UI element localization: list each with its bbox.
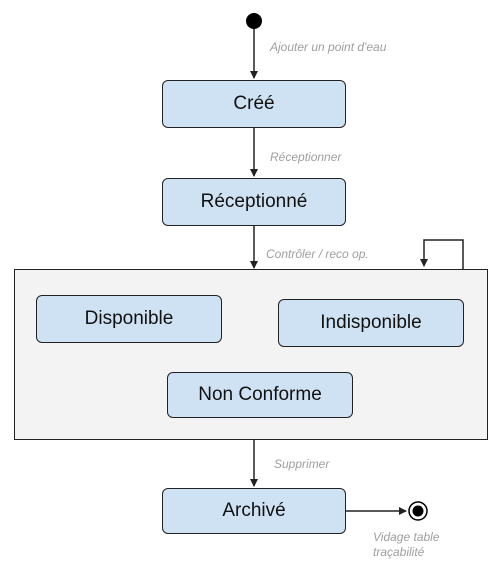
- transition-label-controler: Contrôler / reco op.: [266, 247, 369, 261]
- state-indisponible: Indisponible: [278, 299, 464, 347]
- transition-label-ajouter: Ajouter un point d'eau: [270, 40, 387, 54]
- initial-node: [246, 13, 262, 29]
- final-note-line-1: Vidage table: [373, 530, 440, 544]
- final-node-inner: [412, 505, 424, 517]
- state-receptionne: Réceptionné: [162, 178, 346, 226]
- state-non-conforme: Non Conforme: [167, 372, 353, 418]
- state-archive: Archivé: [162, 488, 346, 534]
- final-note-line-2: traçabilité: [373, 545, 425, 559]
- transition-label-supprimer: Supprimer: [274, 457, 330, 471]
- state-disponible: Disponible: [36, 295, 222, 343]
- transition-label-receptionner: Réceptionner: [270, 150, 342, 164]
- state-cree: Créé: [162, 80, 346, 128]
- self-loop-arrow: [420, 239, 464, 269]
